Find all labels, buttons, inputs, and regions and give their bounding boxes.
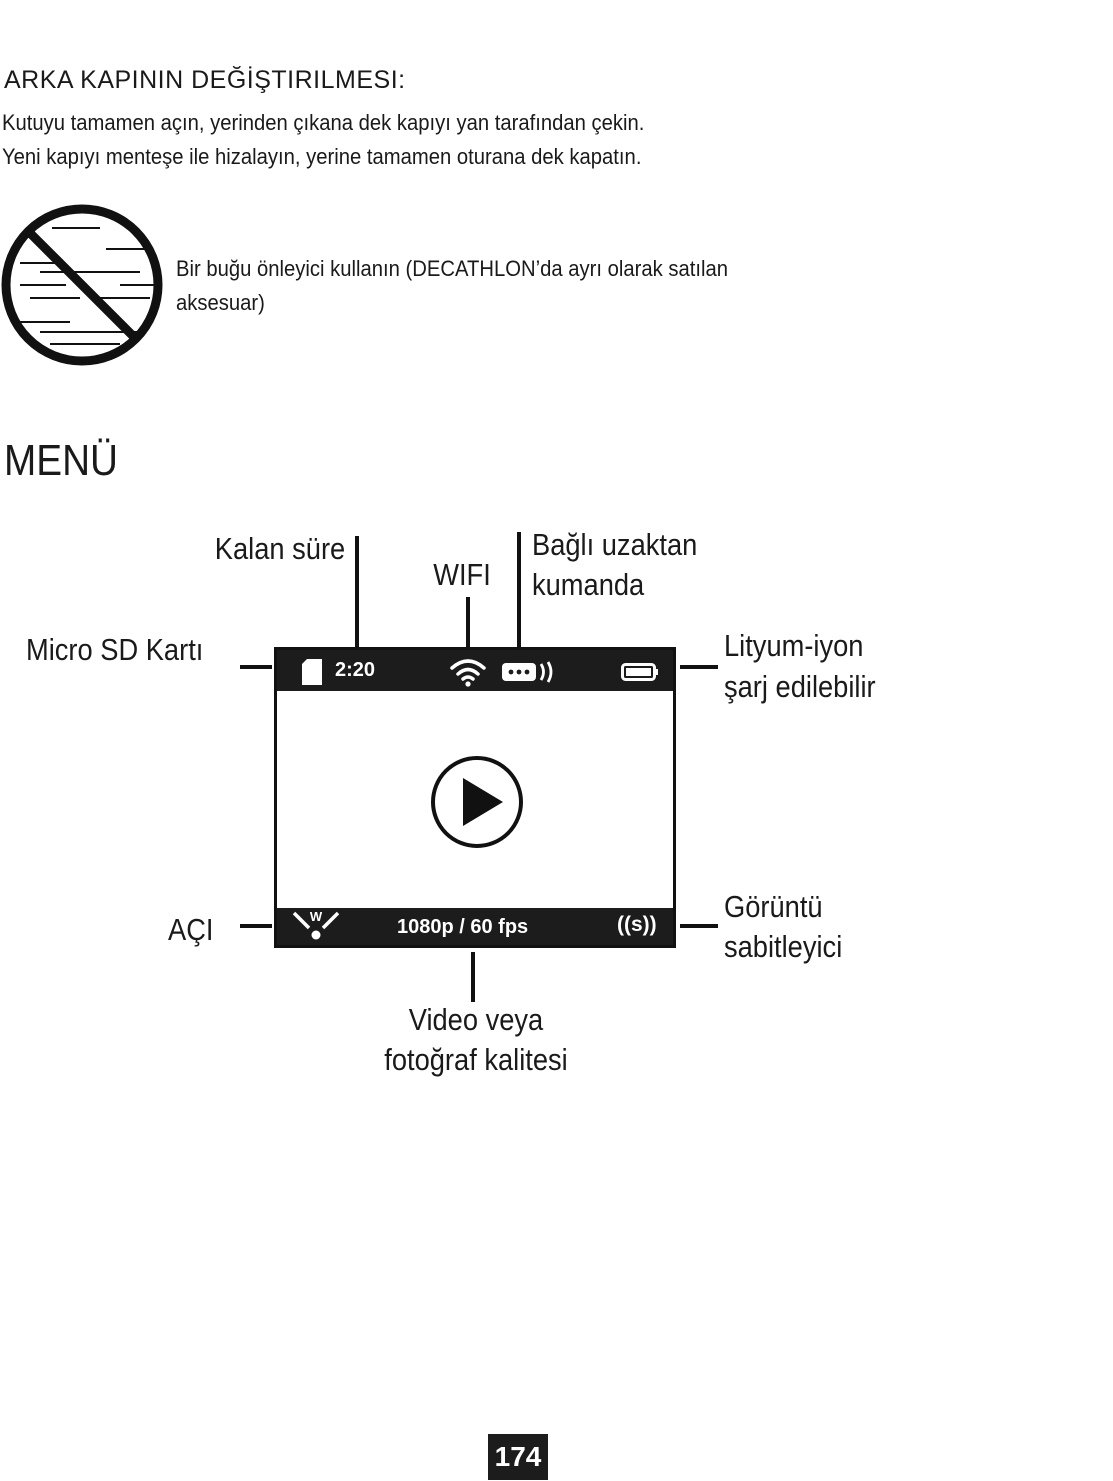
label-wifi: WIFI [433,557,491,592]
label-micro-sd: Micro SD Kartı [26,632,204,667]
label-quality-line-2: fotoğraf kalitesi [384,1042,568,1077]
status-bar-bottom: W 1080p / 60 fps ((s)) [277,908,673,945]
callout-line-wifi [466,597,470,647]
label-stabilizer-line-1: Görüntü [724,889,823,924]
camera-screen: 2:20 W 1080p / [274,647,676,948]
callout-line-micro-sd [240,665,272,669]
callout-line-angle [240,924,272,928]
quality-value: 1080p / 60 fps [397,916,529,938]
instruction-line-2: Yeni kapıyı menteşe ile hizalayın, yerin… [2,144,642,169]
label-quality-line-1: Video veya [408,1002,544,1037]
label-angle: AÇI [168,912,214,947]
label-battery-line-2: şarj edilebilir [724,669,876,704]
no-fog-icon [1,204,163,366]
callout-line-remote [517,532,521,647]
callout-line-remaining-time [355,536,359,647]
angle-icon: W [292,909,340,940]
page-number: 174 [488,1434,548,1480]
callout-line-battery [680,665,718,669]
menu-title: MENÜ [4,436,119,485]
label-stabilizer-line-2: sabitleyici [724,929,843,964]
antifog-note-line-2: aksesuar) [176,290,265,315]
sd-card-icon [302,659,322,685]
callout-line-stabilizer [680,924,718,928]
remote-icon [502,661,553,683]
label-remote-line-1: Bağlı uzaktan [532,527,698,562]
play-icon [431,756,523,848]
remaining-time-value: 2:20 [335,659,376,681]
stabilizer-icon: ((s)) [617,913,657,936]
wifi-icon [450,659,486,687]
angle-letter: W [310,909,323,924]
battery-icon [621,663,658,681]
section-heading: ARKA KAPININ DEĞİŞTIRILMESI: [4,66,406,94]
callout-line-quality [471,952,475,1002]
status-bar-top: 2:20 [277,650,673,691]
label-remote-line-2: kumanda [532,567,645,602]
label-battery-line-1: Lityum-iyon [724,628,864,663]
antifog-note-line-1: Bir buğu önleyici kullanın (DECATHLON’da… [176,256,728,281]
instruction-line-1: Kutuyu tamamen açın, yerinden çıkana dek… [2,110,645,135]
label-remaining-time: Kalan süre [214,531,345,566]
